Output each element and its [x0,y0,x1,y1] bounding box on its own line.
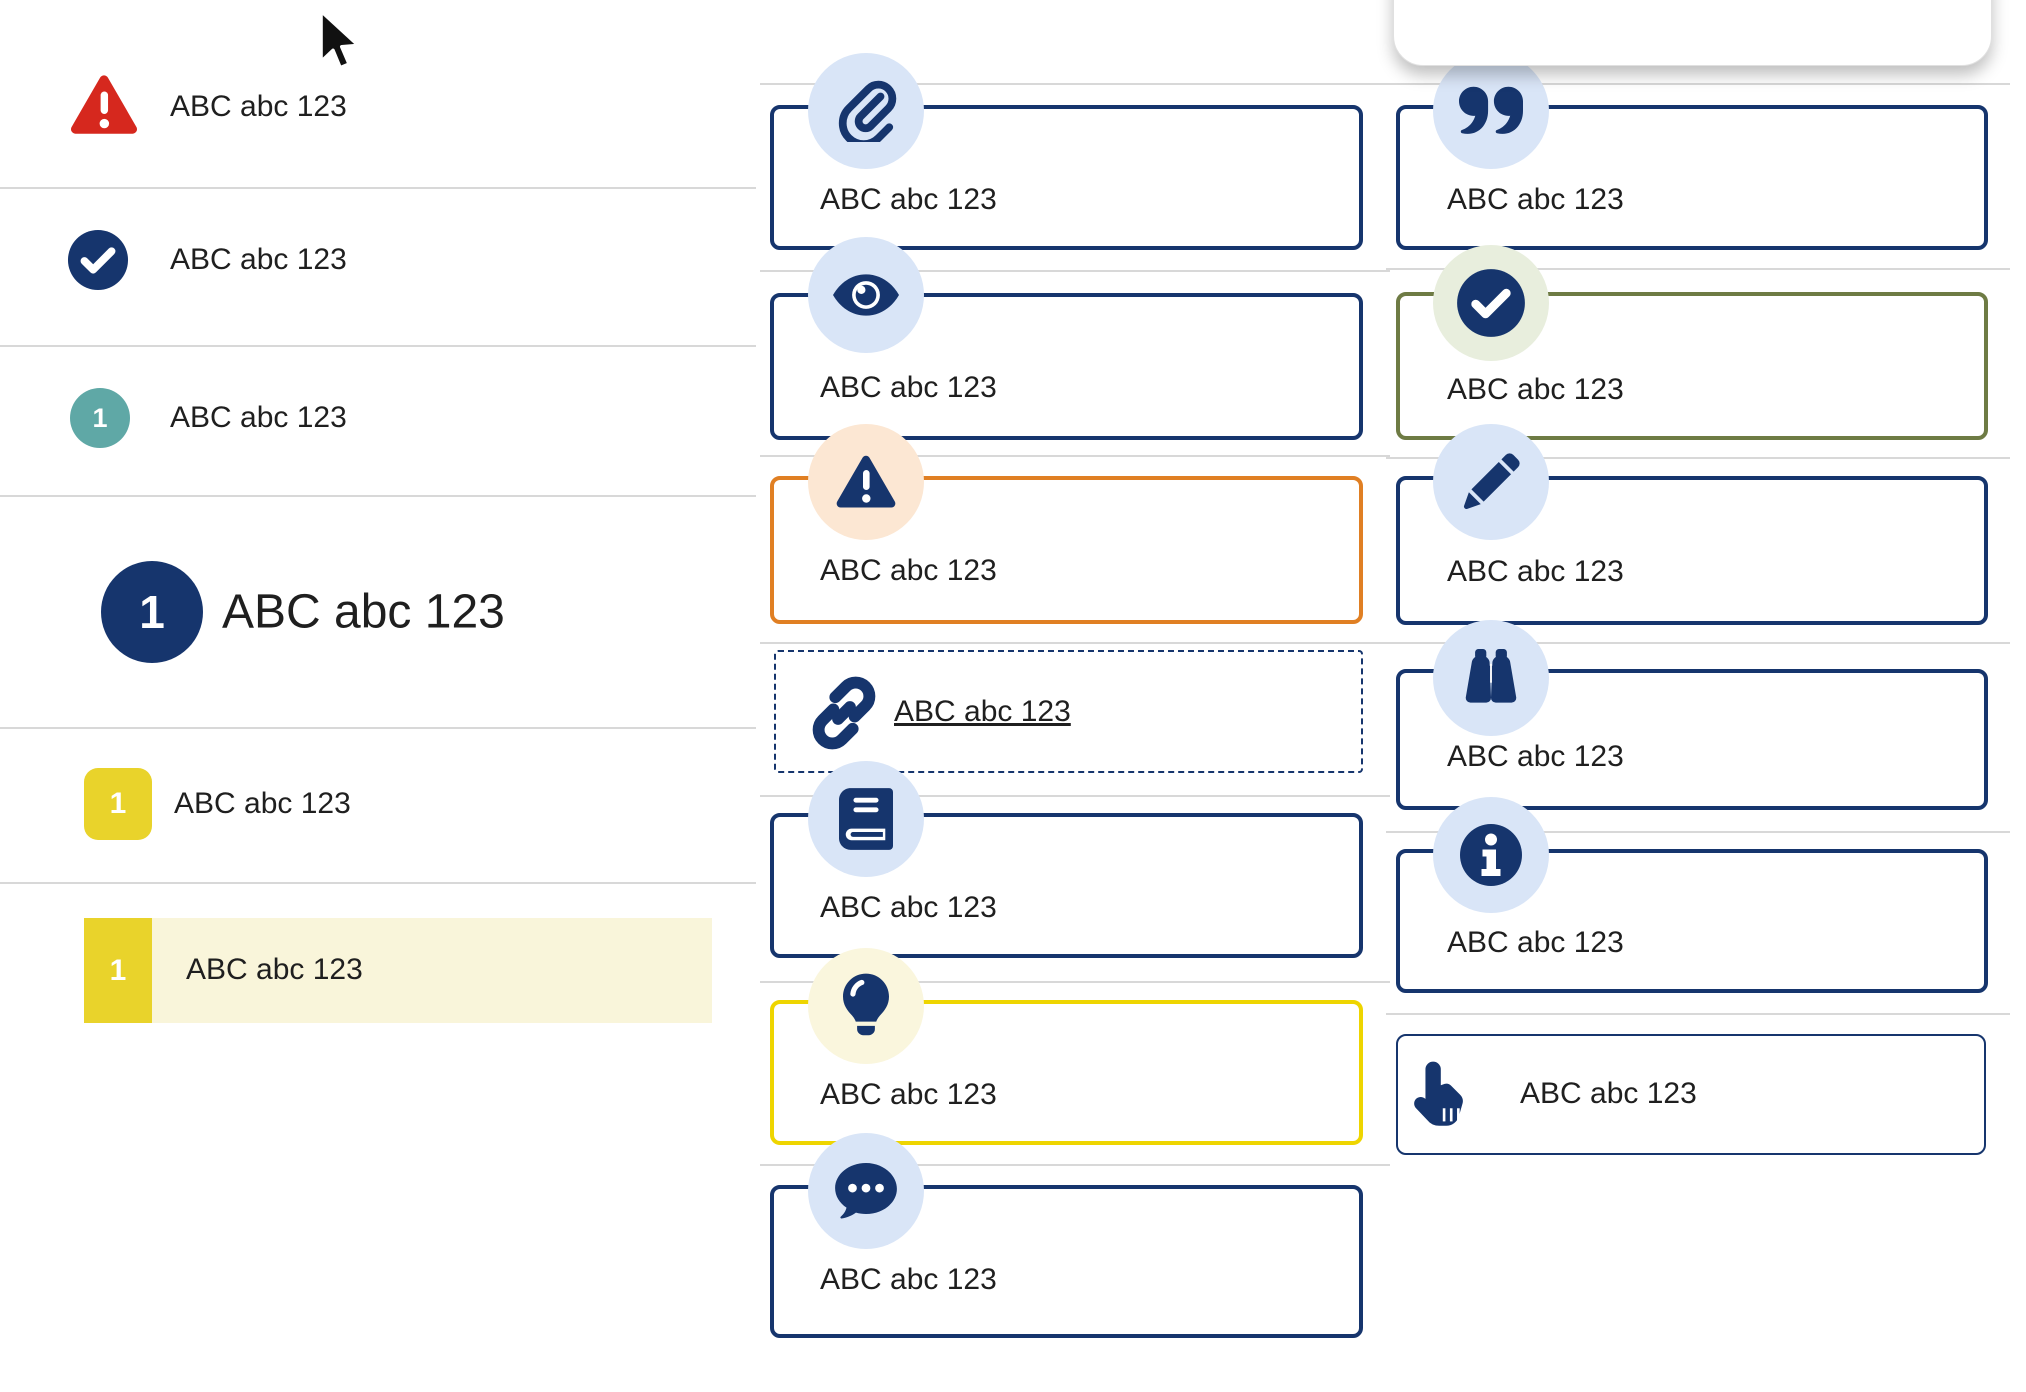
divider [0,187,756,189]
eye-icon [808,237,924,353]
divider [760,455,1390,457]
divider [760,642,1390,644]
list-item-label: ABC abc 123 [174,787,351,820]
list-item-label: ABC abc 123 [186,953,363,986]
divider [1386,268,2010,270]
partial-overlay-panel[interactable] [1393,0,1992,66]
callout-label: ABC abc 123 [1447,183,1624,216]
callout-label: ABC abc 123 [820,891,997,924]
badge-number: 1 [139,586,165,638]
number-badge-navy-large: 1 [101,561,203,663]
divider [0,727,756,729]
book-icon [808,761,924,877]
callout-link-label[interactable]: ABC abc 123 [894,695,1071,728]
callout-label: ABC abc 123 [820,1078,997,1111]
callout-label: ABC abc 123 [820,371,997,404]
callout-link[interactable] [774,650,1363,773]
info-icon [1433,797,1549,913]
chat-bubble-icon [808,1133,924,1249]
callout-label: ABC abc 123 [1447,926,1624,959]
callout-label: ABC abc 123 [820,554,997,587]
divider [760,1164,1390,1166]
hand-point-up-icon [1412,1060,1474,1133]
callout-label: ABC abc 123 [820,1263,997,1296]
number-badge-yellow: 1 [84,768,152,840]
check-circle-icon [67,229,129,296]
list-item-label: ABC abc 123 [222,585,505,639]
callout-label: ABC abc 123 [820,183,997,216]
callout-action-label: ABC abc 123 [1520,1077,1697,1110]
mouse-cursor [318,8,366,79]
badge-number: 1 [109,953,127,987]
number-badge-teal: 1 [70,388,130,448]
quote-icon [1433,53,1549,169]
divider [760,981,1390,983]
divider [1386,457,2010,459]
callout-label: ABC abc 123 [1447,373,1624,406]
divider [1386,642,2010,644]
divider [0,882,756,884]
divider [760,795,1390,797]
callout-label: ABC abc 123 [1447,555,1624,588]
divider [1386,831,2010,833]
divider [0,495,756,497]
callout-attachment [770,105,1363,250]
warning-triangle-icon [68,72,140,143]
divider [0,345,756,347]
callout-action[interactable] [1396,1034,1986,1155]
callout-label: ABC abc 123 [1447,740,1624,773]
badge-number: 1 [92,402,108,433]
divider [1386,1013,2010,1015]
list-item-label: ABC abc 123 [170,90,347,123]
binoculars-icon [1433,620,1549,736]
link-icon [806,675,882,756]
badge-number: 1 [109,787,127,820]
divider [760,270,1390,272]
row-highlight [84,918,712,1023]
pencil-icon [1433,424,1549,540]
warning-triangle-icon [808,424,924,540]
divider [760,83,1390,85]
lightbulb-icon [808,948,924,1064]
list-item-label: ABC abc 123 [170,401,347,434]
paperclip-icon [808,53,924,169]
check-circle-icon [1433,245,1549,361]
divider [1386,83,2010,85]
number-badge-yellow: 1 [84,918,152,1023]
list-item-label: ABC abc 123 [170,243,347,276]
